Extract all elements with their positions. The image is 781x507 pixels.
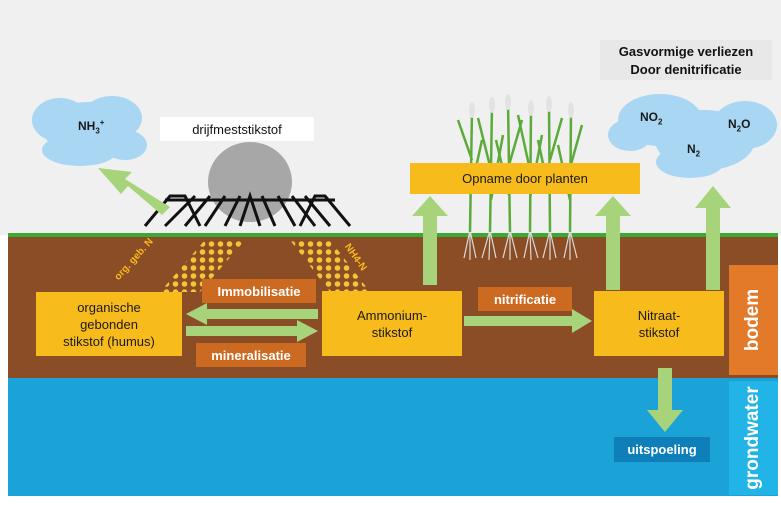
organic-box-line-3: stikstof (humus) — [63, 333, 155, 349]
organic-n-dots — [160, 240, 245, 292]
arrow-to-nh3 — [98, 168, 170, 215]
nitrification-label: nitrificatie — [478, 287, 572, 311]
slurry-tank-icon — [208, 142, 292, 222]
nitrate-box: Nitraat- stikstof — [594, 291, 724, 356]
n-gases-cloud — [608, 94, 777, 178]
flow-arrows — [98, 168, 731, 432]
soil-zone-label: bodem — [742, 288, 763, 352]
arrow-nitrification — [464, 309, 592, 333]
arrow-nitrate-up — [595, 196, 631, 290]
arrow-leaching — [647, 368, 683, 432]
n2o-label: N2O — [728, 117, 751, 134]
leaching-label: uitspoeling — [614, 437, 710, 462]
ammonium-box-line-2: stikstof — [371, 324, 413, 340]
soil-zone-tab — [729, 265, 778, 375]
title-line-1: Gasvormige verliezen — [618, 43, 754, 59]
ammonium-box-line-1: Ammonium- — [356, 307, 428, 323]
groundwater-zone-label: grondwater — [742, 386, 763, 490]
organic-box-line-2: gebonden — [80, 316, 138, 332]
nitrate-box-line-2: stikstof — [638, 324, 680, 340]
no2-label: NO2 — [640, 110, 663, 127]
arrow-ammonium-up — [412, 196, 448, 285]
ammonium-box: Ammonium- stikstof — [322, 291, 462, 356]
grass-line — [8, 233, 778, 237]
mineralisation-label: mineralisatie — [196, 343, 306, 367]
nh3-label: NH3+ — [78, 118, 105, 136]
ammonium-dots — [290, 240, 370, 292]
groundwater-zone-tab — [729, 381, 778, 495]
slurry-nitrogen-label: drijfmeststikstof — [160, 117, 314, 141]
nh3-cloud — [32, 96, 147, 166]
arrow-nitrate-to-clouds — [695, 186, 731, 290]
title-background — [600, 40, 772, 80]
organic-nitrogen-box: organische gebonden stikstof (humus) — [36, 292, 182, 356]
nitrate-box-line-1: Nitraat- — [637, 307, 681, 323]
organic-box-line-1: organische — [77, 299, 141, 315]
arrow-mineralisation — [186, 320, 318, 342]
title-line-2: Door denitrificatie — [630, 61, 742, 77]
arrow-immobilisation — [186, 303, 318, 325]
immobilisation-label: Immobilisatie — [202, 279, 316, 303]
slurry-spreader-icon — [143, 191, 352, 228]
plant-uptake-box: Opname door planten — [410, 163, 640, 194]
n2-label: N2 — [687, 142, 701, 159]
